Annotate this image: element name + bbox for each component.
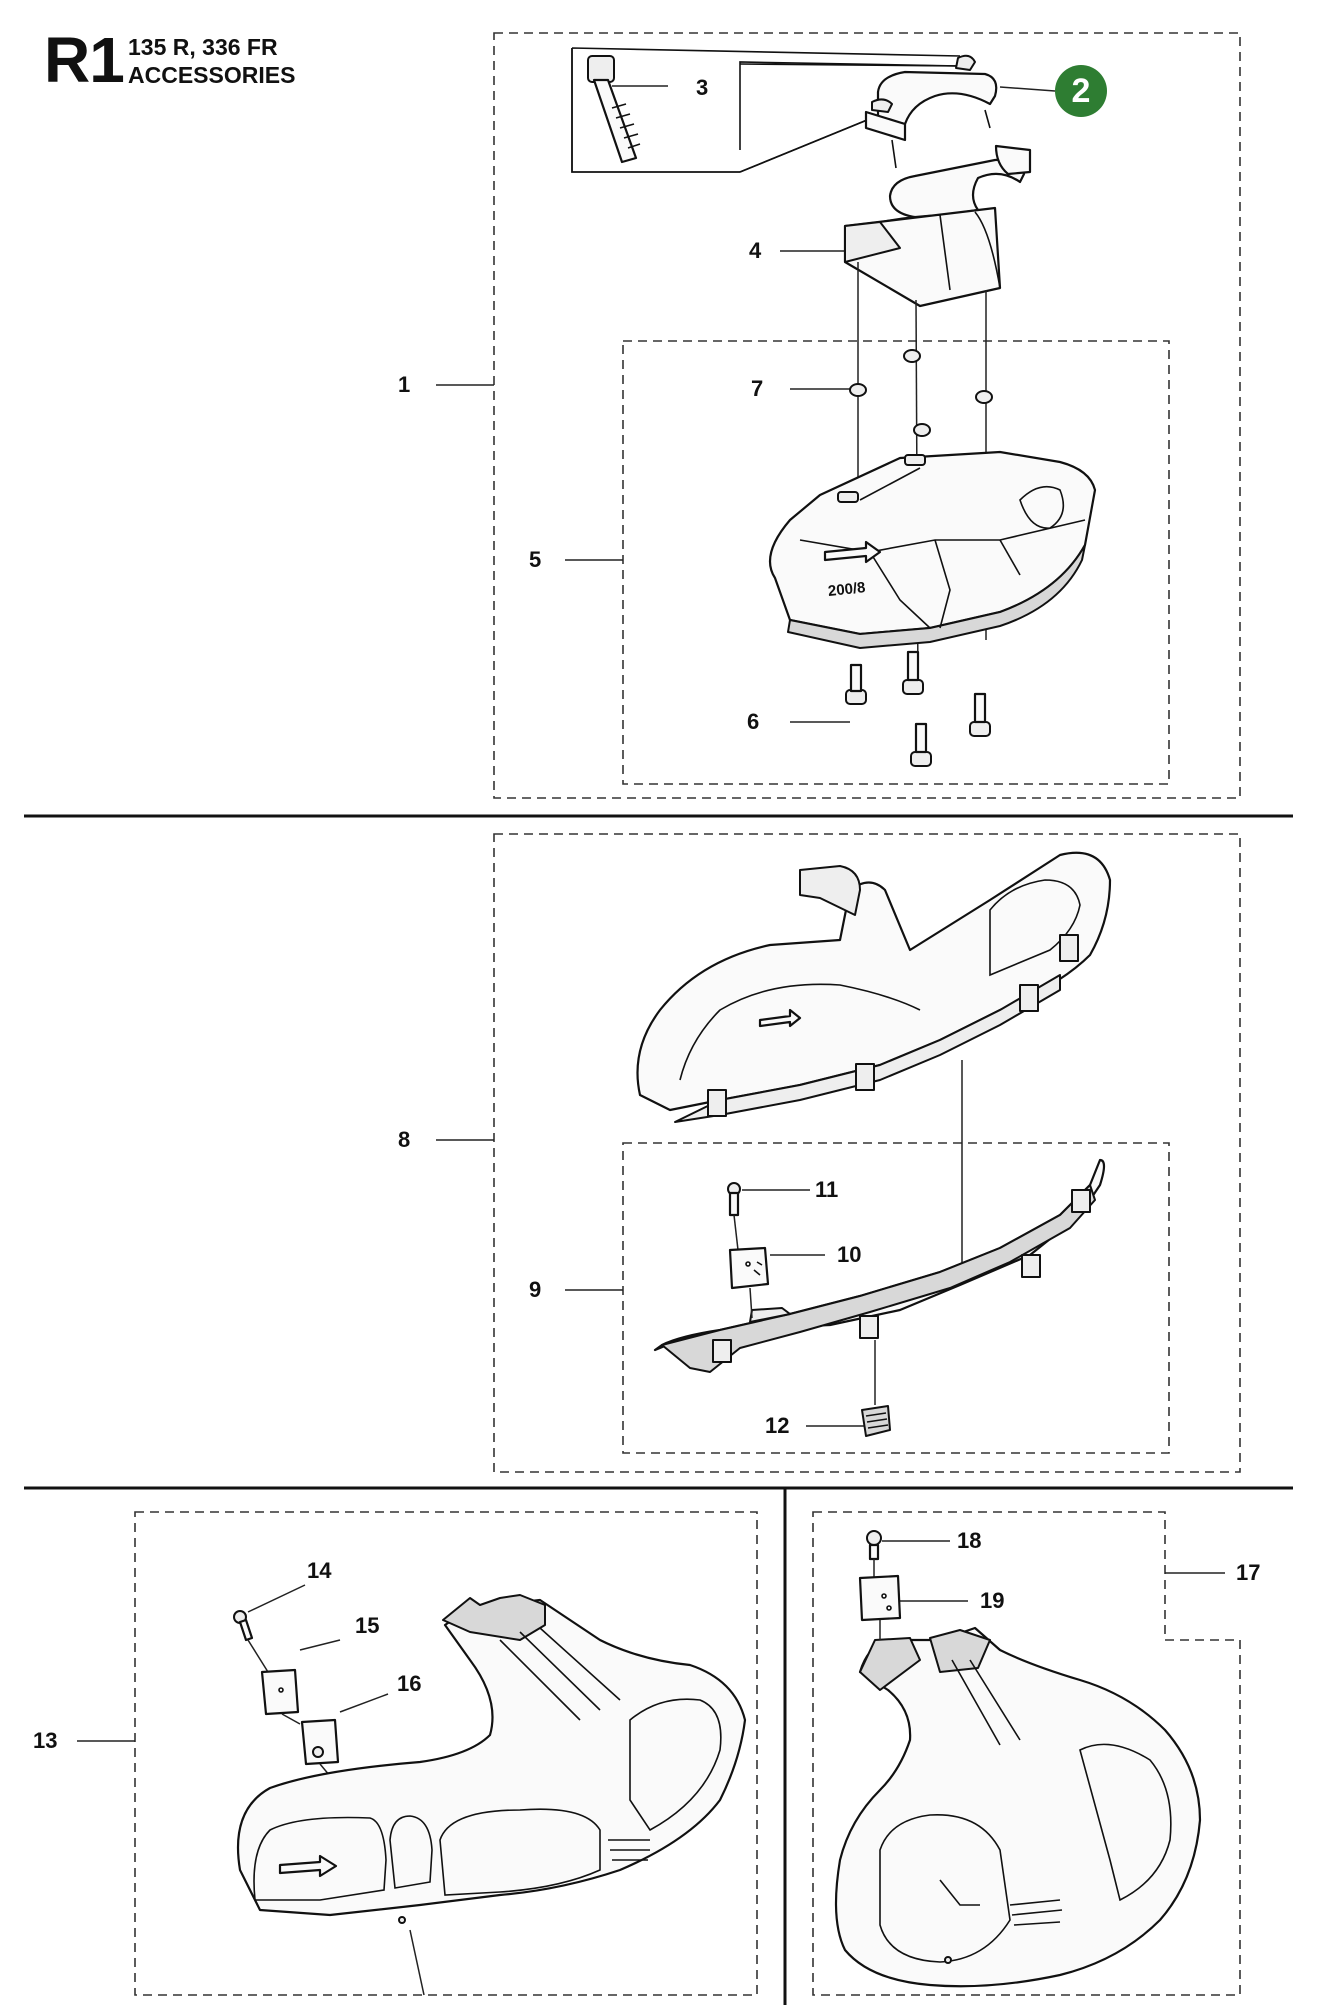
group-box-17 — [812, 1511, 1241, 1996]
group-box-1 — [493, 32, 1241, 799]
callout-13: 13 — [33, 1728, 58, 1753]
callout-12: 12 — [765, 1413, 790, 1438]
reference-badge: 2 — [1055, 65, 1107, 117]
bolt-3 — [587, 55, 641, 164]
strip-9 — [653, 1158, 1106, 1373]
callout-7: 7 — [751, 376, 764, 401]
clamp-2 — [864, 54, 1032, 220]
screw-14 — [233, 1610, 254, 1642]
callout-17: 17 — [1236, 1560, 1261, 1585]
callout-8: 8 — [398, 1127, 411, 1152]
callout-1: 1 — [398, 372, 411, 397]
guard-13 — [236, 1594, 747, 1924]
callout-3: 3 — [696, 75, 709, 100]
callout-9: 9 — [529, 1277, 542, 1302]
screws-6 — [845, 650, 991, 767]
callout-15: 15 — [355, 1613, 380, 1638]
guard-size-marking: 200/8 — [827, 579, 867, 600]
group-box-9 — [622, 1142, 1170, 1454]
screw-18 — [866, 1530, 882, 1561]
clip-12 — [861, 1405, 891, 1437]
page-code: R1 — [44, 24, 125, 96]
callout-5: 5 — [529, 547, 542, 572]
callout-14: 14 — [307, 1558, 332, 1583]
callout-11: 11 — [815, 1177, 839, 1202]
guard-8 — [636, 851, 1112, 1123]
callout-4: 4 — [749, 238, 762, 263]
section-title: ACCESSORIES — [128, 62, 296, 88]
guard-5 — [768, 450, 1097, 649]
callout-16: 16 — [397, 1671, 422, 1696]
plate-15 — [260, 1668, 300, 1716]
adapter-4 — [843, 206, 1002, 308]
callout-18: 18 — [957, 1528, 982, 1553]
screw-11 — [727, 1182, 741, 1217]
callout-19: 19 — [980, 1588, 1005, 1613]
group-box-13 — [134, 1511, 758, 1996]
model-numbers: 135 R, 336 FR — [128, 34, 278, 60]
washers-7 — [849, 349, 993, 437]
group-box-5 — [622, 340, 1170, 785]
callout-10: 10 — [837, 1242, 862, 1267]
guard-17 — [834, 1626, 1202, 1988]
callout-6: 6 — [747, 709, 760, 734]
group-box-8 — [493, 833, 1241, 1473]
plate-16 — [300, 1718, 340, 1766]
plate-10 — [728, 1246, 770, 1290]
plate-19 — [858, 1574, 902, 1622]
